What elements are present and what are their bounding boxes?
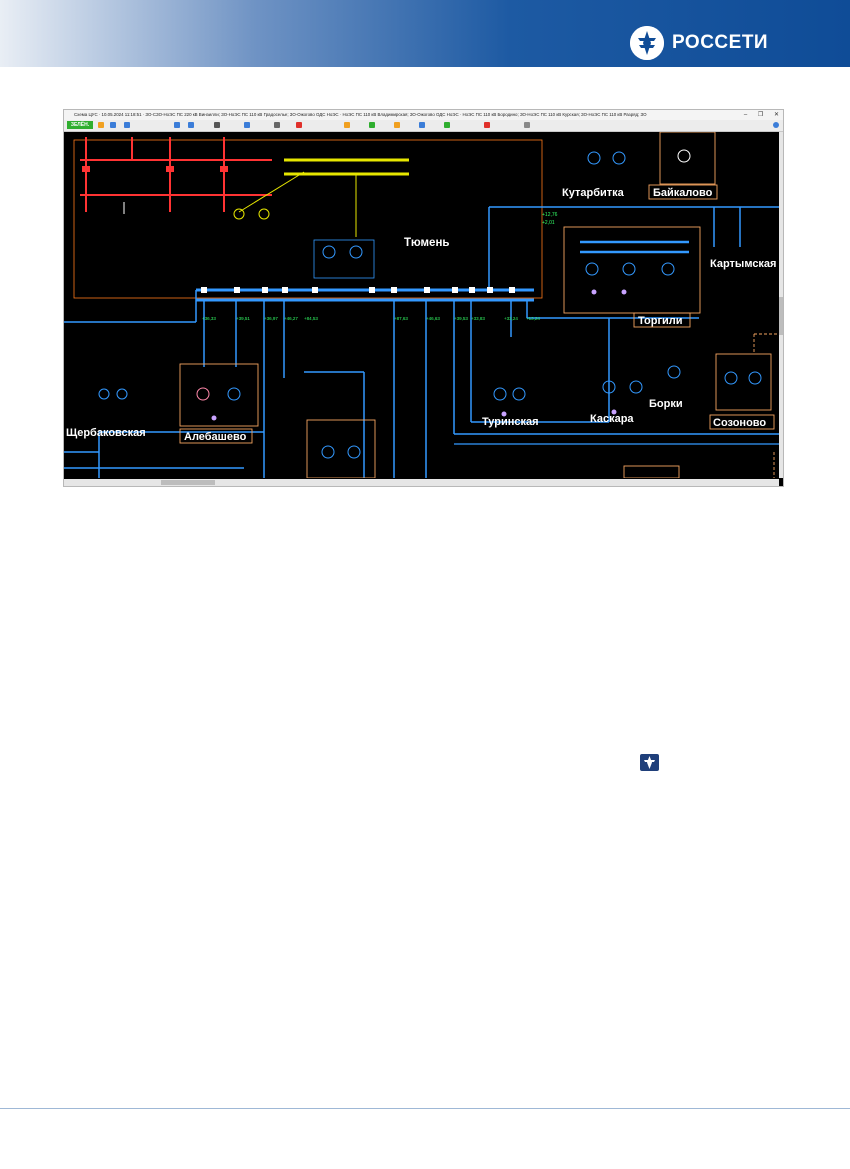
feeder-measure-4: +46,27	[284, 316, 298, 321]
rosseti-logo-icon	[630, 26, 664, 60]
feeder-measure-11: +13,24	[526, 316, 540, 321]
maximize-button[interactable]: ❐	[757, 112, 764, 118]
zoom-in-icon[interactable]	[174, 122, 180, 128]
measure-top-2: +2,01	[542, 220, 555, 226]
substation-label-torgili: Торгили	[638, 315, 683, 327]
binoculars-icon[interactable]	[214, 122, 220, 128]
red-section	[73, 137, 543, 299]
feeder-measure-5: +84,53	[304, 316, 318, 321]
grid-diagram[interactable]: +12,76 +2,01 +36,33 +39,51 +36,97 +46,27…	[64, 132, 779, 478]
horizontal-scrollbar[interactable]	[64, 479, 779, 486]
mode-button[interactable]: ЗЕЛЁН.	[67, 121, 93, 129]
feeder-measure-9: +33,83	[471, 316, 485, 321]
close-button[interactable]: ✕	[773, 112, 779, 118]
window-controls: – ❐ ✕	[735, 110, 779, 120]
map-icon[interactable]	[484, 122, 490, 128]
header-banner	[0, 0, 850, 67]
feeder-measure-2: +39,51	[236, 316, 250, 321]
substation-frames	[179, 132, 779, 478]
substation-labels: Тюмень Кутарбитка Байкалово Картымская Т…	[66, 184, 776, 444]
window-titlebar: Схема ЦУС · 10.05.2024 11:18:51 · ЗО-СЗО…	[64, 110, 783, 120]
substation-label-alebashevo: Алебашево	[184, 431, 247, 443]
tyumen-transformers	[313, 239, 375, 279]
zoom-out-icon[interactable]	[188, 122, 194, 128]
clock-icon[interactable]	[110, 122, 116, 128]
feeder-measure-6: +87,63	[394, 316, 408, 321]
app-screenshot: Схема ЦУС · 10.05.2024 11:18:51 · ЗО-СЗО…	[63, 109, 784, 487]
feeder-measure-1: +36,33	[202, 316, 216, 321]
feeder-measure-3: +36,97	[264, 316, 278, 321]
refresh-icon[interactable]	[124, 122, 130, 128]
substation-label-kaskara: Каскара	[590, 413, 634, 425]
vertical-scrollbar[interactable]	[779, 132, 783, 478]
measurement-labels: +12,76 +2,01 +36,33 +39,51 +36,97 +46,27…	[202, 212, 558, 321]
bell-icon[interactable]	[344, 122, 350, 128]
window-title: Схема ЦУС · 10.05.2024 11:18:51 · ЗО-СЗО…	[74, 112, 647, 117]
main-110-bus	[64, 206, 779, 478]
substation-label-kutarbitka: Кутарбитка	[562, 187, 625, 199]
substation-label-tyumen: Тюмень	[404, 237, 449, 249]
vertical-scroll-thumb[interactable]	[779, 297, 783, 335]
warning-icon[interactable]	[394, 122, 400, 128]
footer-divider	[0, 1108, 850, 1109]
substation-label-kartymskaya: Картымская	[710, 258, 776, 270]
logo-text: РОССЕТИ	[672, 32, 769, 53]
feeder-measure-7: +46,63	[426, 316, 440, 321]
chart-icon[interactable]	[444, 122, 450, 128]
print-icon[interactable]	[274, 122, 280, 128]
transformer-symbols	[98, 149, 762, 459]
help-icon[interactable]	[773, 122, 779, 128]
layers-icon[interactable]	[244, 122, 250, 128]
substation-label-baikalovo: Байкалово	[653, 187, 713, 199]
yellow-section	[233, 158, 409, 237]
substation-label-borki: Борки	[649, 398, 683, 410]
pause-icon[interactable]	[98, 122, 104, 128]
rosseti-small-icon	[640, 754, 659, 771]
feeder-measure-8: +39,53	[454, 316, 468, 321]
horizontal-scroll-thumb[interactable]	[161, 480, 215, 485]
minimize-button[interactable]: –	[743, 112, 748, 118]
settings-icon[interactable]	[524, 122, 530, 128]
feeder-measure-10: +33,24	[504, 316, 518, 321]
toolbar: ЗЕЛЁН.	[64, 120, 783, 132]
globe-icon[interactable]	[369, 122, 375, 128]
schematic-canvas[interactable]: +12,76 +2,01 +36,33 +39,51 +36,97 +46,27…	[64, 132, 779, 478]
logo: РОССЕТИ	[630, 26, 768, 60]
substation-label-turinskaya: Туринская	[482, 416, 539, 428]
substation-label-sozonovo: Созоново	[713, 417, 766, 429]
substation-label-shcherbakovskaya: Щербаковская	[66, 427, 146, 439]
flag-icon[interactable]	[296, 122, 302, 128]
measure-top-1: +12,76	[542, 212, 558, 218]
table-icon[interactable]	[419, 122, 425, 128]
